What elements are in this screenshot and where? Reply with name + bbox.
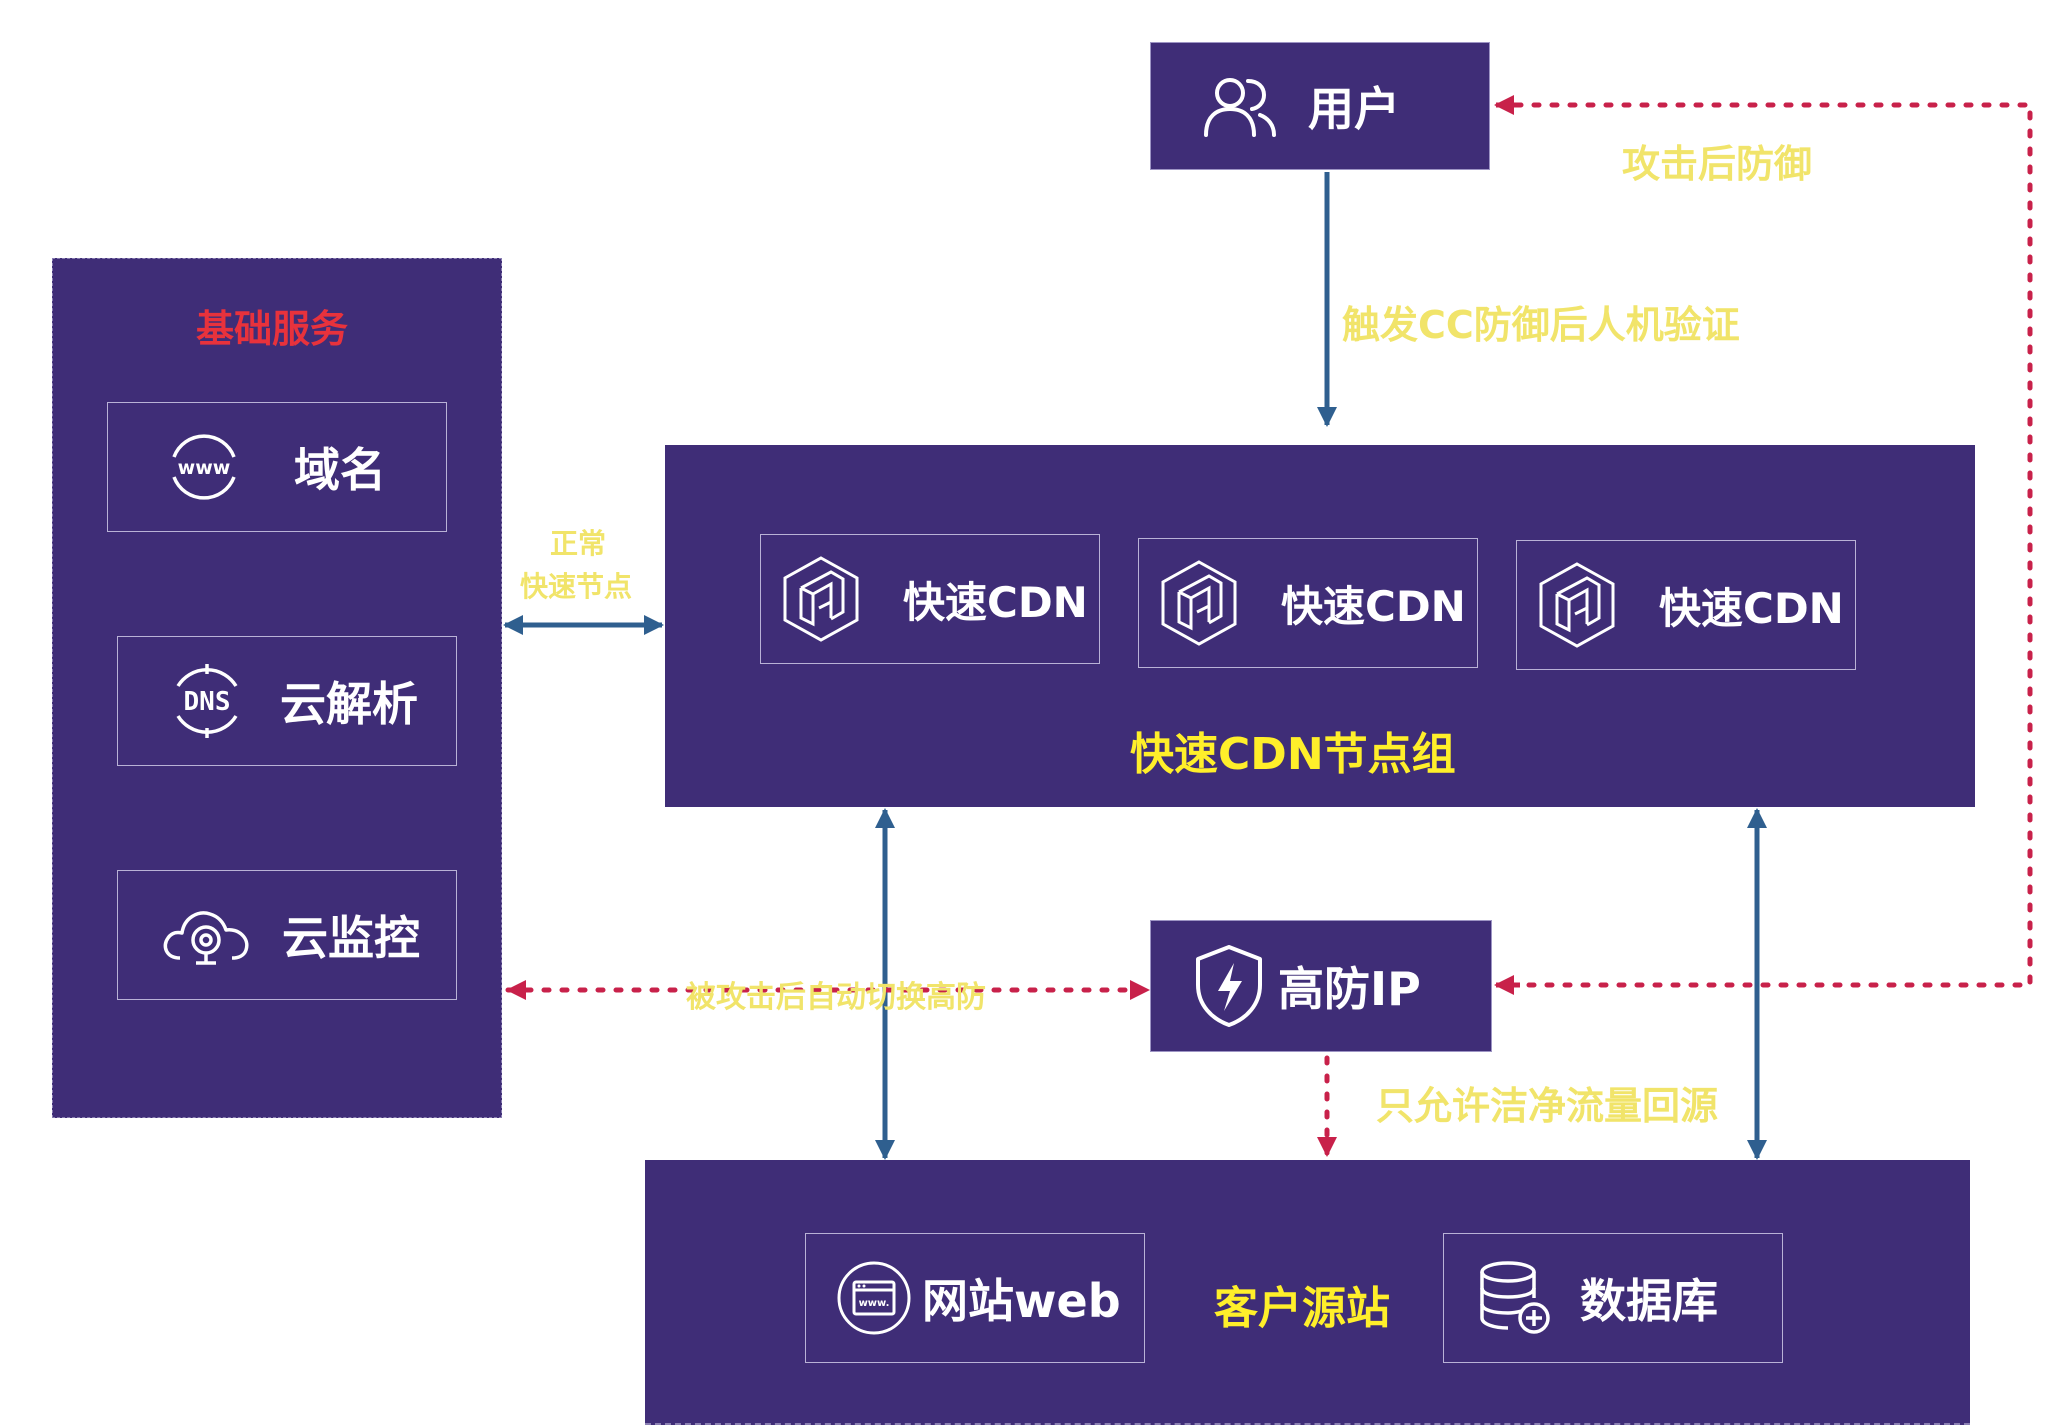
normal-label-line1: 正常 <box>550 527 607 560</box>
dns-service-box[interactable]: DNS 云解析 <box>117 636 457 766</box>
database-add-icon <box>1478 1258 1554 1338</box>
cube-icon <box>1535 560 1619 650</box>
www-globe-icon: www <box>164 427 244 507</box>
website-label: 网站web <box>922 1274 1121 1328</box>
cdn-node-2-label: 快速CDN <box>1281 581 1466 631</box>
cube-icon <box>779 554 863 644</box>
high-defense-label: 高防IP <box>1278 962 1421 1016</box>
cdn-group-panel <box>665 445 1975 807</box>
cdn-node-1-label: 快速CDN <box>903 577 1088 627</box>
user-panel <box>1150 42 1490 170</box>
cdn-group-title: 快速CDN节点组 <box>1130 729 1456 780</box>
cloud-camera-icon <box>158 900 254 970</box>
base-services-panel <box>52 258 502 1118</box>
after-attack-defense-label: 攻击后防御 <box>1622 142 1813 186</box>
monitor-service-box[interactable]: 云监控 <box>117 870 457 1000</box>
origin-panel <box>645 1160 1970 1425</box>
auto-switch-label: 被攻击后自动切换高防 <box>686 980 986 1015</box>
clean-traffic-label: 只允许洁净流量回源 <box>1376 1084 1719 1128</box>
base-services-title: 基础服务 <box>196 307 349 351</box>
cc-verify-label: 触发CC防御后人机验证 <box>1342 303 1740 347</box>
cdn-node-3[interactable]: 快速CDN <box>1516 540 1856 670</box>
user-highdefense-loop-dotted-arrow <box>1495 102 2033 988</box>
svg-text:DNS: DNS <box>184 687 231 717</box>
domain-service-box[interactable]: www 域名 <box>107 402 447 532</box>
dns-label: 云解析 <box>280 677 418 731</box>
cdn-node-1[interactable]: 快速CDN <box>760 534 1100 664</box>
svg-text:www: www <box>178 457 231 479</box>
database-label: 数据库 <box>1580 1274 1718 1328</box>
dns-icon: DNS <box>164 658 250 744</box>
domain-label: 域名 <box>294 443 386 497</box>
user-node[interactable]: 用户 <box>1150 42 1490 170</box>
users-icon <box>1200 71 1280 141</box>
shield-lightning-icon <box>1194 943 1264 1029</box>
database-box[interactable]: 数据库 <box>1443 1233 1783 1363</box>
normal-label-line2: 快速节点 <box>520 570 633 603</box>
high-defense-node[interactable]: 高防IP <box>1150 920 1492 1052</box>
svg-text:www.: www. <box>859 1298 890 1309</box>
cube-icon <box>1157 558 1241 648</box>
user-label: 用户 <box>1308 82 1400 136</box>
origin-title: 客户源站 <box>1214 1283 1390 1334</box>
cdn-node-2[interactable]: 快速CDN <box>1138 538 1478 668</box>
browser-www-icon: www. <box>836 1260 912 1336</box>
high-defense-panel <box>1150 920 1492 1052</box>
website-box[interactable]: www. 网站web <box>805 1233 1145 1363</box>
cdn-node-3-label: 快速CDN <box>1659 583 1844 633</box>
monitor-label: 云监控 <box>282 911 420 965</box>
